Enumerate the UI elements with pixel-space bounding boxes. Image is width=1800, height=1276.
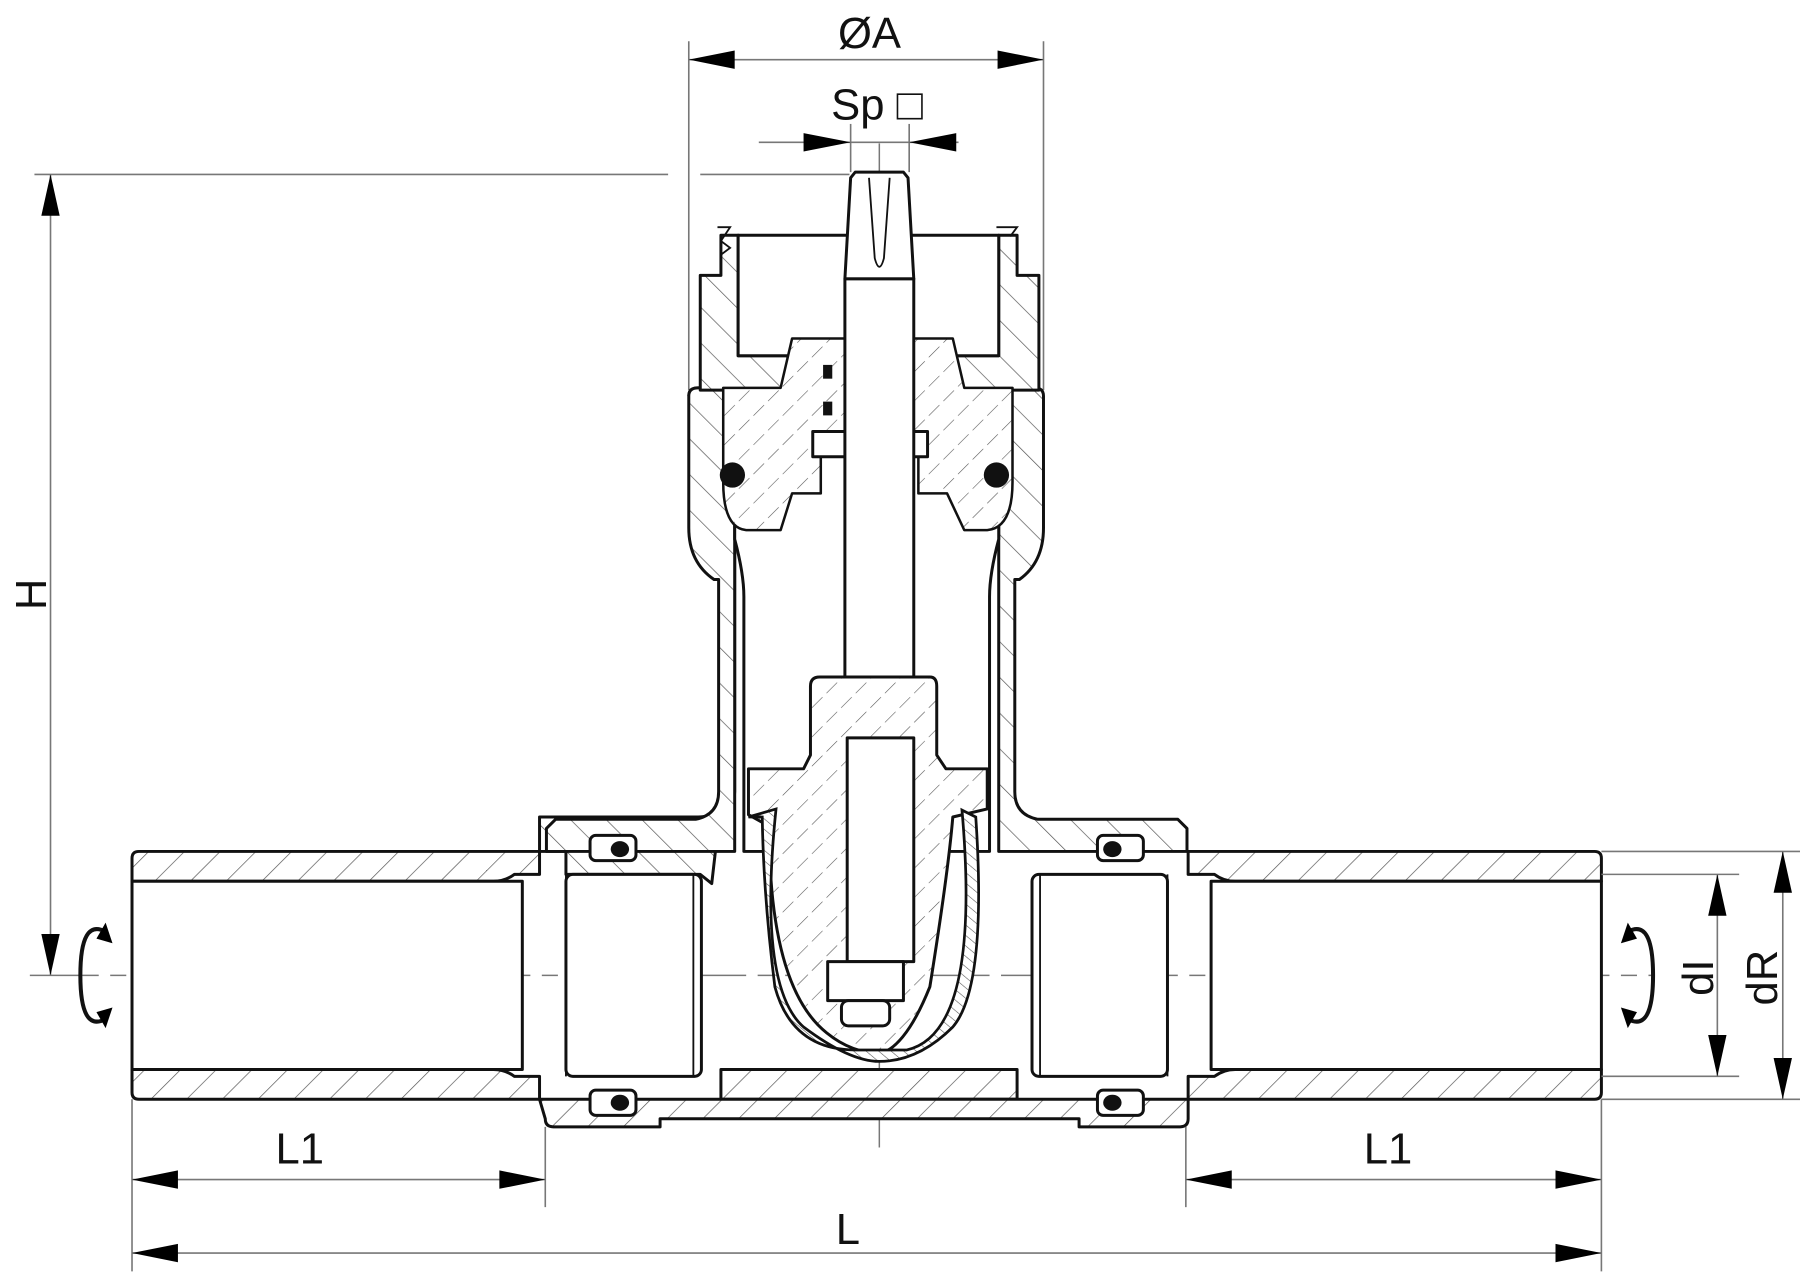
arrow-left-icon — [1185, 1170, 1232, 1189]
dimension-diameter-a: ØA — [687, 10, 1045, 391]
rotation-arrow-icon — [1620, 922, 1656, 1029]
arrow-down-icon — [1708, 1035, 1727, 1077]
label-inner-diameter: dI — [1675, 959, 1723, 995]
socket-seals — [588, 833, 1145, 1117]
label-length-right: L1 — [1364, 1126, 1413, 1174]
arrow-right-icon — [499, 1170, 546, 1189]
o-ring-icon — [719, 462, 746, 488]
label-spindle-square: Sp □ — [831, 81, 923, 129]
dimension-l-total: L — [132, 1206, 1602, 1263]
arrow-up-icon — [41, 174, 60, 216]
o-ring-icon — [610, 841, 630, 858]
arrow-up-icon — [1708, 874, 1727, 916]
arrow-down-icon — [41, 934, 60, 976]
label-outer-diameter: dR — [1739, 950, 1787, 1006]
arrow-left-icon — [688, 50, 735, 69]
arrow-up-icon — [1773, 851, 1792, 893]
arrow-right-icon — [803, 133, 851, 152]
arrow-right-icon — [1555, 1170, 1602, 1189]
dimension-inner-diameter: dI — [1601, 873, 1740, 1078]
label-height: H — [8, 579, 56, 610]
dimension-l1-right: L1 — [1185, 1099, 1603, 1272]
o-ring-icon — [1103, 1094, 1122, 1111]
arrow-left-icon — [909, 133, 957, 152]
label-length-total: L — [836, 1206, 860, 1254]
dimension-outer-diameter: dR — [1601, 850, 1800, 1101]
arrow-left-icon — [132, 1243, 178, 1263]
dimension-l1-left: L1 — [131, 1099, 547, 1272]
dimension-height: H — [8, 173, 850, 976]
rotation-arrow-icon — [78, 922, 113, 1029]
label-length-left: L1 — [276, 1126, 325, 1174]
gate-wedge — [746, 675, 989, 1063]
o-ring-icon — [610, 1094, 630, 1111]
pipe-spigot-left — [130, 849, 567, 1101]
arrow-left-icon — [132, 1170, 178, 1189]
pipe-spigot-right — [1166, 849, 1603, 1101]
dimension-spindle-square: Sp □ — [758, 81, 959, 173]
o-ring-icon — [983, 462, 1010, 488]
label-diameter-a: ØA — [838, 10, 901, 58]
arrow-right-icon — [997, 50, 1044, 69]
arrow-right-icon — [1555, 1243, 1602, 1263]
o-ring-icon — [1103, 841, 1122, 858]
arrow-down-icon — [1773, 1057, 1792, 1100]
